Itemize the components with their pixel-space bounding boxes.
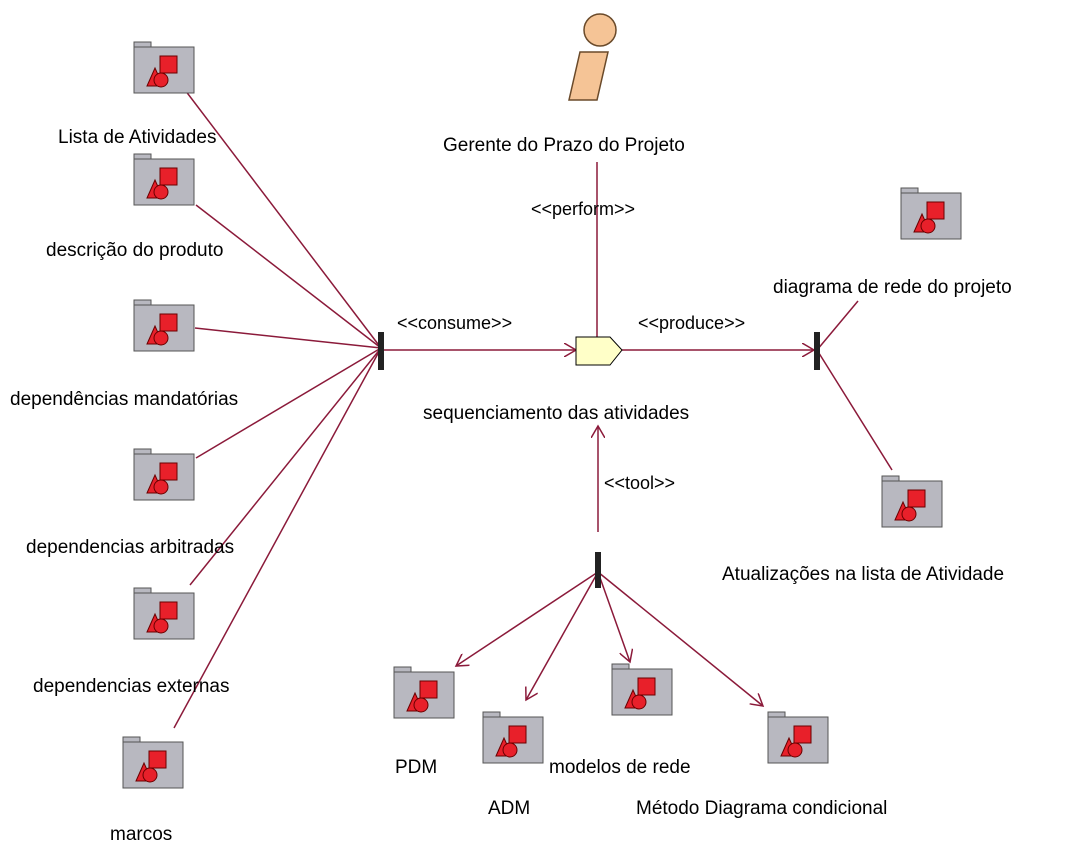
input-link-lista <box>184 89 382 349</box>
consume-stereotype: <<consume>> <box>397 313 513 333</box>
package-icon[interactable] <box>133 447 195 502</box>
input-label-arbitradas: dependencias arbitradas <box>26 537 235 558</box>
tool-label-pdm: PDM <box>395 757 438 778</box>
tool-stereotype: <<tool>> <box>604 473 676 493</box>
package-icon[interactable] <box>393 665 455 720</box>
output-label-diagrama: diagrama de rede do projeto <box>773 277 1012 298</box>
worker-icon[interactable] <box>568 13 617 101</box>
produce-join-bar <box>814 332 820 370</box>
actor-label: Gerente do Prazo do Projeto <box>443 135 685 156</box>
tool-label-modelos: modelos de rede <box>549 757 691 778</box>
activity-label: sequenciamento das atividades <box>423 403 690 424</box>
tool-link-pdm <box>456 571 599 666</box>
tool-label-adm: ADM <box>488 798 531 819</box>
tool-link-adm <box>526 571 599 700</box>
activity-icon[interactable] <box>575 336 623 366</box>
tool-link-modelos <box>597 571 630 662</box>
input-link-marcos <box>173 347 382 729</box>
tool-label-metodo: Método Diagrama condicional <box>636 798 888 819</box>
package-icon[interactable] <box>133 298 195 353</box>
output-label-atualizacoes: Atualizações na lista de Atividade <box>722 564 1005 585</box>
input-link-arbitradas <box>195 347 382 459</box>
tool-link-metodo <box>597 571 763 706</box>
input-link-externas <box>189 347 382 586</box>
input-link-mandatorias <box>194 327 382 349</box>
package-icon[interactable] <box>133 40 195 95</box>
input-link-descricao <box>195 204 382 349</box>
package-icon[interactable] <box>482 710 544 765</box>
input-label-mandatorias: dependências mandatórias <box>10 389 239 410</box>
tool-fork-bar <box>595 552 601 588</box>
package-icon[interactable] <box>133 586 195 641</box>
package-icon[interactable] <box>900 186 962 241</box>
input-label-externas: dependencias externas <box>33 676 230 697</box>
package-icon[interactable] <box>881 474 943 529</box>
package-icon[interactable] <box>133 152 195 207</box>
output-link-atualizacoes <box>816 349 893 471</box>
package-icon[interactable] <box>611 662 673 717</box>
output-link-diagrama <box>816 300 859 351</box>
input-label-lista: Lista de Atividades <box>58 127 217 148</box>
perform-stereotype: <<perform>> <box>531 199 636 219</box>
produce-stereotype: <<produce>> <box>638 313 746 333</box>
input-label-descricao: descrição do produto <box>46 240 224 261</box>
consume-fork-bar <box>378 332 384 370</box>
input-label-marcos: marcos <box>110 824 173 845</box>
package-icon[interactable] <box>767 710 829 765</box>
package-icon[interactable] <box>122 735 184 790</box>
